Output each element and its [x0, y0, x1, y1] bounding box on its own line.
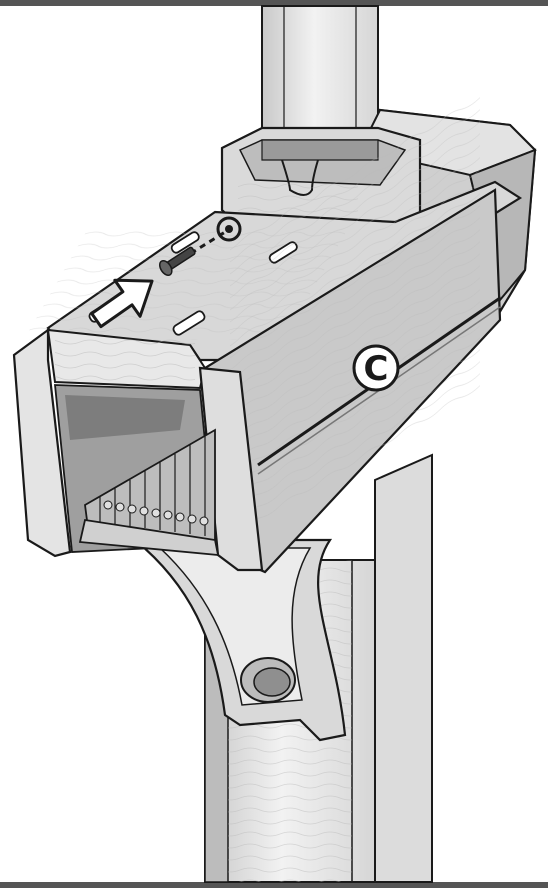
target-hole-circle	[216, 216, 242, 242]
slat-ends	[103, 500, 209, 526]
screw-insertion	[90, 216, 242, 329]
callout-badge: C	[352, 344, 400, 392]
bottom-frame-bar	[0, 882, 548, 888]
arrow-icon	[90, 278, 154, 329]
curved-support-brace	[131, 538, 347, 742]
channel-body	[12, 91, 523, 574]
top-frame-bar	[0, 0, 548, 6]
callout-label: C	[364, 349, 389, 389]
screw-icon	[158, 246, 196, 276]
